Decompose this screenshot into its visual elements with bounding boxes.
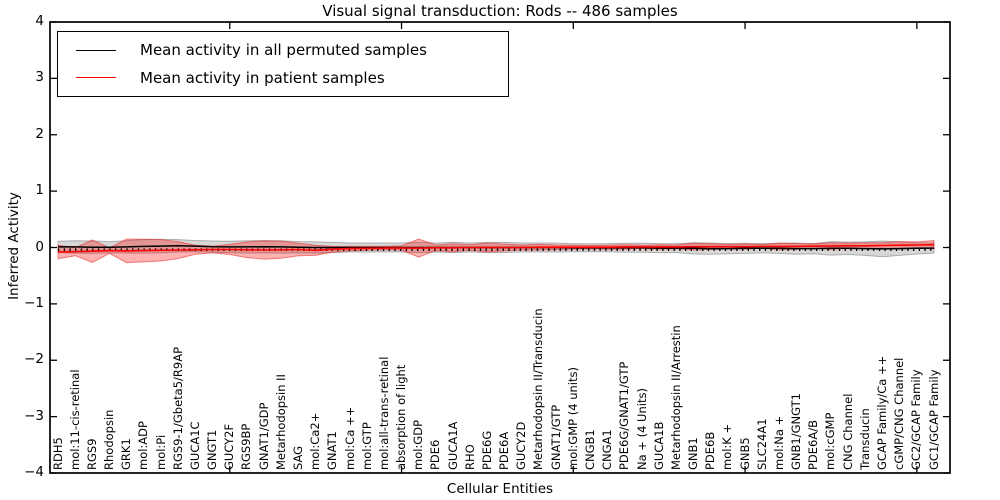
y-tick-label: −3 — [24, 407, 44, 424]
x-category-label: CNG Channel — [840, 393, 855, 470]
x-category-label: GC2/GCAP Family — [909, 369, 924, 470]
x-category-label: absorption of light — [394, 364, 409, 470]
legend-entry-permuted: Mean activity in all permuted samples — [68, 41, 498, 59]
x-category-label: GNB1/GNGT1 — [789, 393, 804, 470]
legend-entry-patient: Mean activity in patient samples — [68, 69, 498, 87]
x-category-label: GNAT1 — [325, 431, 340, 470]
x-category-label: PDE6G — [479, 430, 494, 470]
band-patient — [57, 238, 935, 264]
y-tick-label: 4 — [35, 13, 44, 29]
x-category-label: PDE6 — [428, 439, 443, 470]
x-category-label: RGS9-1/Gbeta5/R9AP — [170, 346, 185, 470]
legend-label-permuted: Mean activity in all permuted samples — [140, 41, 427, 60]
x-category-label: GUCY2F — [222, 423, 237, 470]
x-category-label: mol:K + — [720, 423, 735, 470]
legend-line-red — [76, 77, 116, 79]
x-category-label: GNGT1 — [205, 429, 220, 470]
legend: Mean activity in all permuted samples Me… — [57, 31, 509, 97]
x-category-label: mol:Ca ++ — [342, 406, 357, 470]
x-category-label: mol:all-trans-retinal — [376, 356, 391, 470]
x-category-label: Na + (4 Units) — [634, 388, 649, 470]
x-category-label: GUCY2D — [514, 421, 529, 470]
x-category-label: PDE6A/B — [806, 419, 821, 470]
x-category-label: mol:GTP — [359, 422, 374, 470]
x-category-label: RHO — [462, 444, 477, 470]
y-tick-label: −2 — [24, 351, 44, 368]
x-category-label: RDH5 — [50, 437, 65, 470]
x-category-label: GUCA1B — [651, 421, 666, 470]
x-category-label: GUCA1C — [187, 421, 202, 470]
x-category-label: PDE6A — [497, 431, 512, 470]
chart-title: Visual signal transduction: Rods -- 486 … — [322, 2, 678, 20]
y-tick-label: 1 — [35, 182, 44, 199]
x-category-label: GC1/GCAP Family — [926, 369, 941, 470]
x-category-label: mol:Ca2+ — [308, 412, 323, 470]
x-category-label: cGMP/CNG Channel — [892, 357, 907, 470]
y-tick-label: 0 — [35, 238, 44, 255]
x-category-label: Rhodopsin — [102, 409, 117, 470]
x-category-label: GRK1 — [119, 438, 134, 470]
y-tick-label: 3 — [35, 69, 44, 86]
y-tick-label: −1 — [24, 294, 44, 311]
x-category-label: Metarhodopsin II/Transducin — [531, 308, 546, 470]
x-category-label: mol:GMP (4 units) — [565, 367, 580, 470]
x-category-label: Metarhodopsin II — [273, 374, 288, 470]
legend-label-patient: Mean activity in patient samples — [140, 68, 385, 87]
y-tick-label: −4 — [24, 464, 44, 480]
x-category-label: GCAP Family/Ca ++ — [874, 355, 889, 470]
legend-line-black — [76, 49, 116, 51]
x-axis-label: Cellular Entities — [446, 481, 554, 497]
x-category-label: SAG — [290, 445, 305, 470]
x-category-label: mol:11-cis-retinal — [67, 369, 82, 470]
x-category-label: GNB1 — [686, 437, 701, 470]
line-mean-patient — [57, 243, 935, 253]
x-category-label: GUCA1A — [445, 421, 460, 470]
x-category-label: mol:Pi — [153, 434, 168, 470]
x-category-label: mol:GDP — [411, 419, 426, 470]
x-category-label: CNGB1 — [582, 429, 597, 470]
x-category-label: RGS9 — [84, 438, 99, 470]
x-category-label: PDE6G/GNAT1/GTP — [617, 361, 632, 470]
x-category-label: mol:cGMP — [823, 412, 838, 470]
x-category-label: mol:Na + — [771, 415, 786, 470]
x-category-label: Transducin — [857, 408, 872, 470]
x-category-label: PDE6B — [703, 431, 718, 470]
x-category-label: GNAT1/GDP — [256, 402, 271, 470]
x-category-label: SLC24A1 — [754, 418, 769, 470]
x-category-label: CNGA1 — [600, 429, 615, 470]
x-category-label: mol:ADP — [136, 421, 151, 470]
x-category-label: Metarhodopsin II/Arrestin — [668, 325, 683, 470]
y-tick-label: 2 — [35, 125, 44, 142]
x-category-label: GNB5 — [737, 437, 752, 470]
x-category-label: GNAT1/GTP — [548, 404, 563, 470]
x-category-label: RGS9BP — [239, 423, 254, 470]
